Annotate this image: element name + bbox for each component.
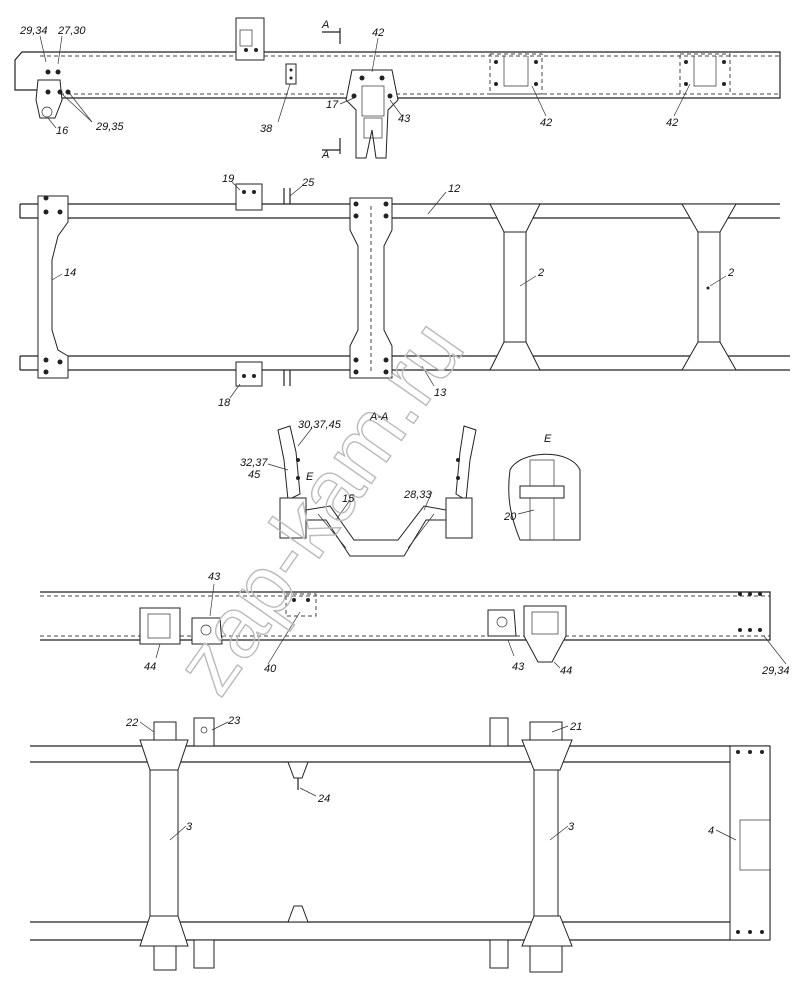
label-42-b: 42 <box>540 117 552 129</box>
label-20: 20 <box>503 511 517 523</box>
label-12: 12 <box>448 183 460 195</box>
front-side-view <box>14 17 781 159</box>
label-44-a: 44 <box>144 661 156 673</box>
label-3-a: 3 <box>186 821 193 833</box>
label-13: 13 <box>434 387 447 399</box>
label-43-mid2: 43 <box>512 661 525 673</box>
label-e-detail: E <box>544 433 552 445</box>
label-38: 38 <box>260 123 273 135</box>
label-42-a: 42 <box>372 27 384 39</box>
label-32-37: 32,37 <box>240 457 268 469</box>
label-30-37-45: 30,37,45 <box>298 419 342 431</box>
label-a-bottom: A <box>321 149 329 161</box>
label-25: 25 <box>301 177 315 189</box>
section-a-a <box>267 425 477 557</box>
label-45: 45 <box>248 469 261 481</box>
label-22: 22 <box>125 717 138 729</box>
label-29-34-top: 29,34 <box>19 25 48 37</box>
label-24: 24 <box>317 793 330 805</box>
callout-labels: 29,34 27,30 16 29,35 A A 42 42 42 17 43 … <box>19 19 790 837</box>
label-a-top: A <box>321 19 329 31</box>
label-14: 14 <box>64 267 76 279</box>
label-27-30: 27,30 <box>57 25 86 37</box>
label-23: 23 <box>227 715 241 727</box>
watermark: zap-kam.ru <box>157 303 482 710</box>
rear-plan-view <box>30 717 771 973</box>
label-29-35: 29,35 <box>95 121 124 133</box>
label-2-b: 2 <box>727 267 734 279</box>
label-3-b: 3 <box>568 821 575 833</box>
label-40: 40 <box>264 663 277 675</box>
label-2-a: 2 <box>537 267 544 279</box>
label-section-a-a: A-A <box>369 411 388 423</box>
label-42-c: 42 <box>666 117 678 129</box>
label-16: 16 <box>56 125 69 137</box>
label-17: 17 <box>326 99 339 111</box>
label-43-top: 43 <box>398 113 411 125</box>
label-15: 15 <box>342 493 355 505</box>
label-21: 21 <box>569 721 582 733</box>
label-29-34-mid: 29,34 <box>761 665 790 677</box>
label-44-b: 44 <box>560 665 572 677</box>
front-plan-view <box>19 181 790 399</box>
label-43-mid: 43 <box>208 571 221 583</box>
label-19: 19 <box>222 173 234 185</box>
label-e-section: E <box>306 471 314 483</box>
label-4: 4 <box>708 825 714 837</box>
label-28-33: 28,33 <box>403 489 432 501</box>
rear-side-view <box>40 583 787 669</box>
detail-e <box>508 453 581 541</box>
label-18: 18 <box>218 397 231 409</box>
